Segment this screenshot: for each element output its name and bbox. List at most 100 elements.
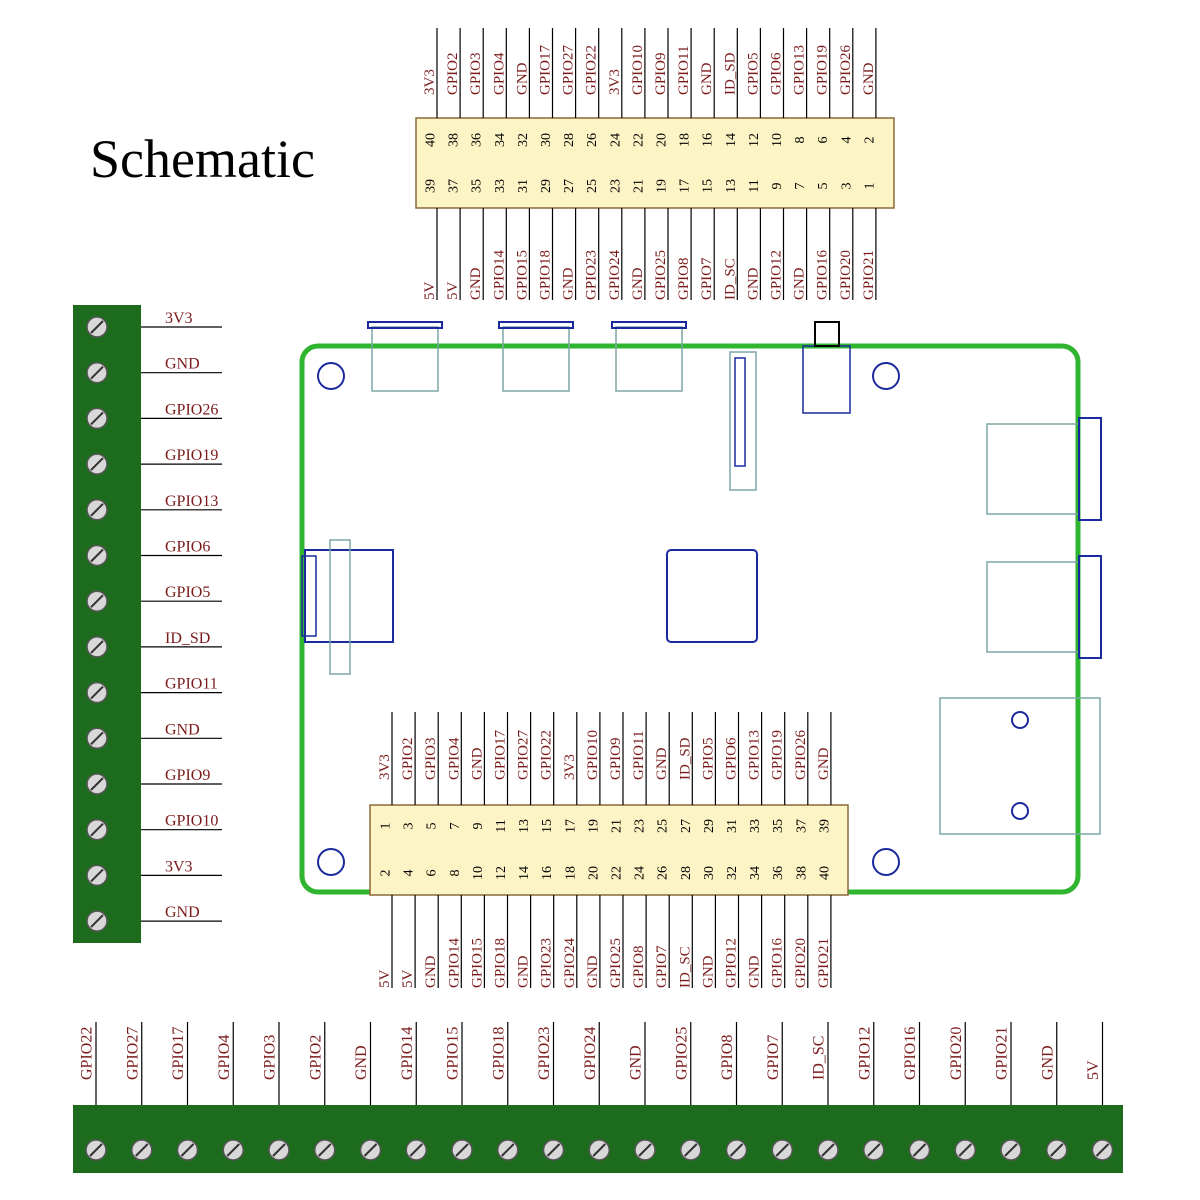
pin-label: GPIO22 xyxy=(539,730,555,780)
pin-label: GND xyxy=(699,62,715,95)
screw-terminal xyxy=(131,1139,153,1161)
pin-number: 36 xyxy=(771,866,786,880)
pin-label: GPIO22 xyxy=(584,45,600,95)
pin-number: 37 xyxy=(447,179,462,193)
pin-label: 5V xyxy=(422,282,438,301)
ethernet-port xyxy=(939,697,1101,835)
terminal-label: GPIO18 xyxy=(490,1027,507,1080)
pin-number: 24 xyxy=(608,133,623,147)
pin-number: 25 xyxy=(585,179,600,193)
pin-number: 39 xyxy=(424,179,439,193)
pin-number: 1 xyxy=(379,823,394,830)
terminal-label: GPIO4 xyxy=(216,1035,233,1080)
terminal-label: GPIO12 xyxy=(856,1027,873,1080)
pin-label: GPIO27 xyxy=(516,729,532,780)
pin-label: GPIO11 xyxy=(676,46,692,95)
pin-number: 22 xyxy=(610,866,625,880)
pin-number: 11 xyxy=(494,819,509,832)
pin-label: GPIO6 xyxy=(724,737,740,780)
pin-label: GPIO7 xyxy=(699,257,715,300)
pin-number: 27 xyxy=(562,179,577,193)
pin-label: GND xyxy=(816,747,832,780)
terminal-label: GPIO2 xyxy=(307,1035,324,1080)
usb-port-right xyxy=(986,417,1102,521)
pin-number: 8 xyxy=(448,870,463,877)
pin-label: GPIO18 xyxy=(493,938,509,988)
pin-label: GPIO10 xyxy=(630,45,646,95)
pin-number: 4 xyxy=(839,137,854,144)
screw-terminal xyxy=(176,1139,199,1161)
pin-number: 23 xyxy=(608,179,623,193)
terminal-label: GPIO3 xyxy=(262,1035,279,1080)
pin-number: 21 xyxy=(631,179,646,193)
pin-number: 33 xyxy=(493,179,508,193)
pin-label: GPIO2 xyxy=(400,737,416,780)
terminal-label: GPIO15 xyxy=(445,1027,462,1080)
pin-number: 13 xyxy=(724,179,739,193)
pin-number: 40 xyxy=(817,866,832,880)
pin-label: GPIO14 xyxy=(446,937,462,988)
pin-number: 24 xyxy=(633,866,648,880)
pin-number: 9 xyxy=(770,183,785,190)
pin-label: GND xyxy=(561,267,577,300)
pin-number: 5 xyxy=(425,823,440,830)
terminal-label: GPIO6 xyxy=(165,539,210,556)
terminal-label: GPIO23 xyxy=(536,1027,553,1080)
terminal-label: ID_SC xyxy=(811,1036,828,1080)
terminal-label: GPIO17 xyxy=(170,1027,187,1080)
pin-label: GND xyxy=(469,747,485,780)
pin-label: GPIO23 xyxy=(584,250,600,300)
pin-number: 36 xyxy=(470,133,485,147)
pin-number: 3 xyxy=(402,823,417,830)
pin-number: 32 xyxy=(725,866,740,880)
screw-terminal xyxy=(86,636,108,658)
pin-number: 38 xyxy=(794,866,809,880)
terminal-label: GPIO16 xyxy=(902,1027,919,1080)
terminal-label: 3V3 xyxy=(165,858,193,875)
screw-terminal xyxy=(451,1139,473,1161)
pin-number: 22 xyxy=(631,133,646,147)
screw-terminal xyxy=(405,1139,427,1161)
pin-number: 34 xyxy=(493,133,508,147)
screw-terminal xyxy=(634,1139,656,1161)
pin-label: GPIO11 xyxy=(631,731,647,780)
screw-terminal xyxy=(86,544,108,567)
pin-number: 29 xyxy=(539,179,554,193)
pin-number: 26 xyxy=(585,133,600,147)
soc-chip xyxy=(666,549,758,643)
pin-number: 20 xyxy=(655,133,670,147)
pin-number: 27 xyxy=(679,819,694,833)
pin-label: GND xyxy=(700,955,716,988)
pin-label: GPIO4 xyxy=(446,737,462,780)
usb-connector xyxy=(611,321,687,392)
screw-terminal xyxy=(542,1139,565,1161)
pin-number: 23 xyxy=(633,819,648,833)
pin-number: 19 xyxy=(586,819,601,833)
terminal-label: GPIO24 xyxy=(582,1027,599,1080)
pin-label: GPIO17 xyxy=(538,44,554,95)
pin-number: 10 xyxy=(471,866,486,880)
pin-label: GPIO2 xyxy=(445,52,461,95)
pin-number: 30 xyxy=(702,866,717,880)
pin-number: 35 xyxy=(771,819,786,833)
pin-label: GPIO13 xyxy=(792,45,808,95)
usb-connector xyxy=(498,321,574,392)
pin-label: GPIO27 xyxy=(561,44,577,95)
screw-terminal xyxy=(86,727,108,750)
screw-terminal xyxy=(86,407,108,430)
screw-terminal xyxy=(86,361,108,384)
pin-label: GND xyxy=(654,747,670,780)
pin-number: 37 xyxy=(794,819,809,833)
pin-number: 7 xyxy=(793,183,808,190)
pin-number: 29 xyxy=(702,819,717,833)
terminal-label: GPIO5 xyxy=(165,584,210,601)
screw-terminal xyxy=(817,1139,839,1161)
page-title: Schematic xyxy=(90,129,315,189)
pin-label: GPIO9 xyxy=(608,737,624,780)
pin-number: 19 xyxy=(655,179,670,193)
pin-number: 4 xyxy=(402,870,417,877)
pin-label: GPIO4 xyxy=(491,52,507,95)
screw-terminal xyxy=(497,1139,519,1161)
